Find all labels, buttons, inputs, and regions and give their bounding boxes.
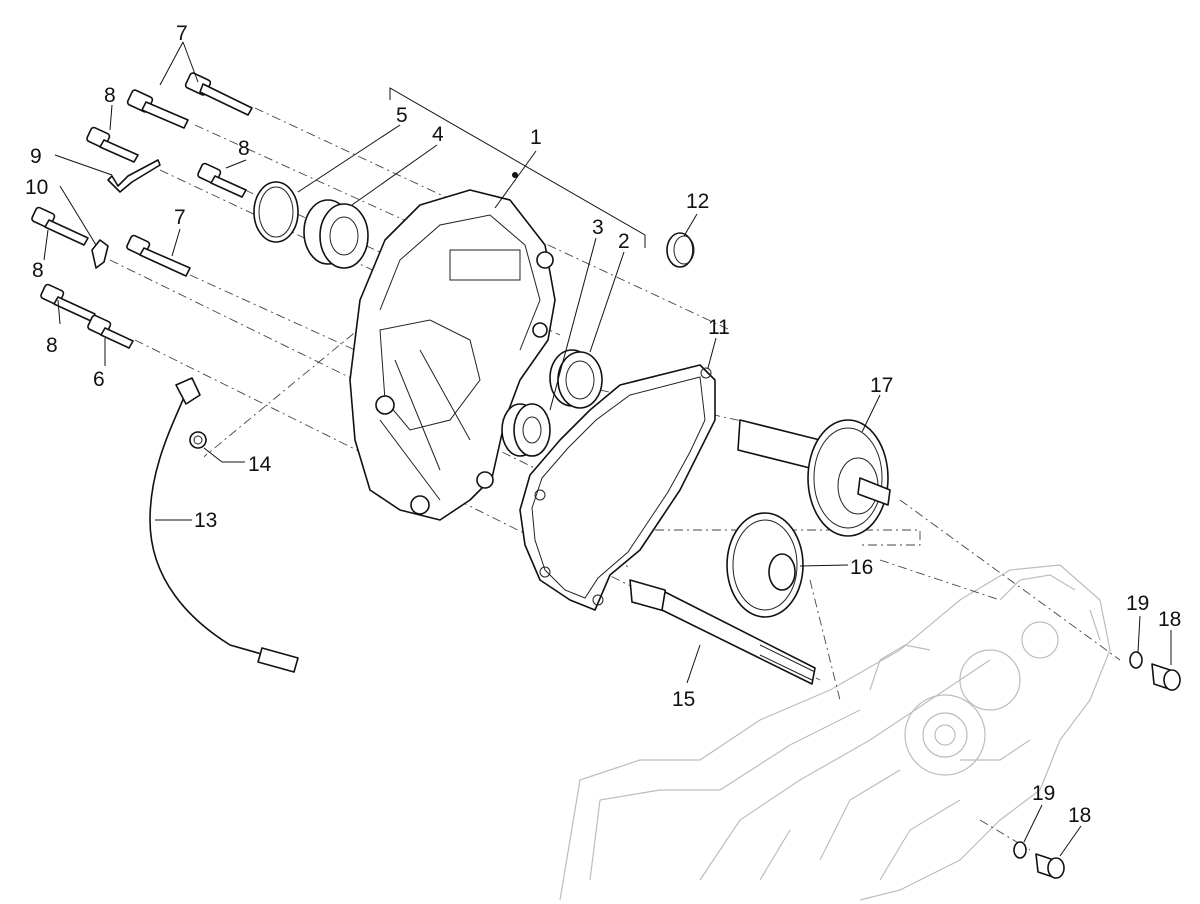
assembly-bracket: [389, 87, 646, 248]
callout-12: 12: [686, 190, 709, 213]
callout-8-right: 8: [238, 137, 250, 160]
callout-1: 1: [530, 126, 542, 149]
oil-seal-2: [549, 349, 603, 409]
callout-16: 16: [850, 556, 873, 579]
callout-5: 5: [396, 104, 408, 127]
callout-10: 10: [25, 176, 48, 199]
gasket-11: [519, 364, 716, 611]
bearing-3: [501, 403, 551, 457]
bolt-8-right: [197, 162, 247, 198]
callout-6: 6: [93, 368, 105, 391]
washer-19-lower: [1013, 841, 1027, 859]
bolts: [31, 72, 253, 349]
callout-3: 3: [592, 216, 604, 239]
callout-18-lower: 18: [1068, 804, 1091, 827]
callout-19-lower: 19: [1032, 782, 1055, 805]
callout-11: 11: [708, 316, 730, 339]
clamp-14: [189, 431, 207, 449]
bolt-8-middle: [86, 126, 139, 163]
callout-7-top: 7: [176, 22, 188, 45]
callout-labels: 7 8 9 10 8 7 8 8 6 5 4 1 3 2 12 11 17 16…: [25, 22, 1181, 827]
cable-13: [149, 377, 299, 673]
callout-4: 4: [432, 123, 444, 146]
leader-lines: [43, 41, 1172, 857]
callout-18-upper: 18: [1158, 608, 1181, 631]
gearbox-cover-1: [349, 189, 556, 521]
shaft-15: [629, 579, 816, 685]
bolt-8-upper: [126, 89, 189, 129]
washer-19-upper: [1129, 651, 1143, 669]
clip-10: [91, 239, 109, 269]
callout-17: 17: [870, 374, 893, 397]
callout-8-left: 8: [32, 259, 44, 282]
callout-8-top: 8: [104, 84, 116, 107]
bearing-4: [303, 199, 369, 269]
gear-shaft-17: [737, 419, 891, 537]
bracket-9: [107, 159, 161, 193]
crankcase-outline: [559, 564, 1111, 901]
callout-2: 2: [618, 230, 630, 253]
callout-13: 13: [194, 509, 217, 532]
plug-18-lower: [1035, 853, 1065, 879]
bolt-7-lower: [126, 234, 191, 277]
circlip-5: [253, 181, 299, 243]
bolt-8-left: [31, 206, 89, 246]
bolt-8-bottom: [40, 283, 96, 322]
callout-19-upper: 19: [1126, 592, 1149, 615]
callout-9: 9: [30, 145, 42, 168]
callout-15: 15: [672, 688, 695, 711]
callout-14: 14: [248, 453, 272, 476]
plug-18-upper: [1151, 663, 1181, 691]
plug-12: [666, 232, 695, 268]
gear-16: [726, 512, 804, 618]
bolt-7-upper: [184, 72, 253, 116]
callout-7-lower: 7: [174, 206, 186, 229]
bolt-6: [87, 314, 134, 349]
callout-8-bottom: 8: [46, 334, 58, 357]
